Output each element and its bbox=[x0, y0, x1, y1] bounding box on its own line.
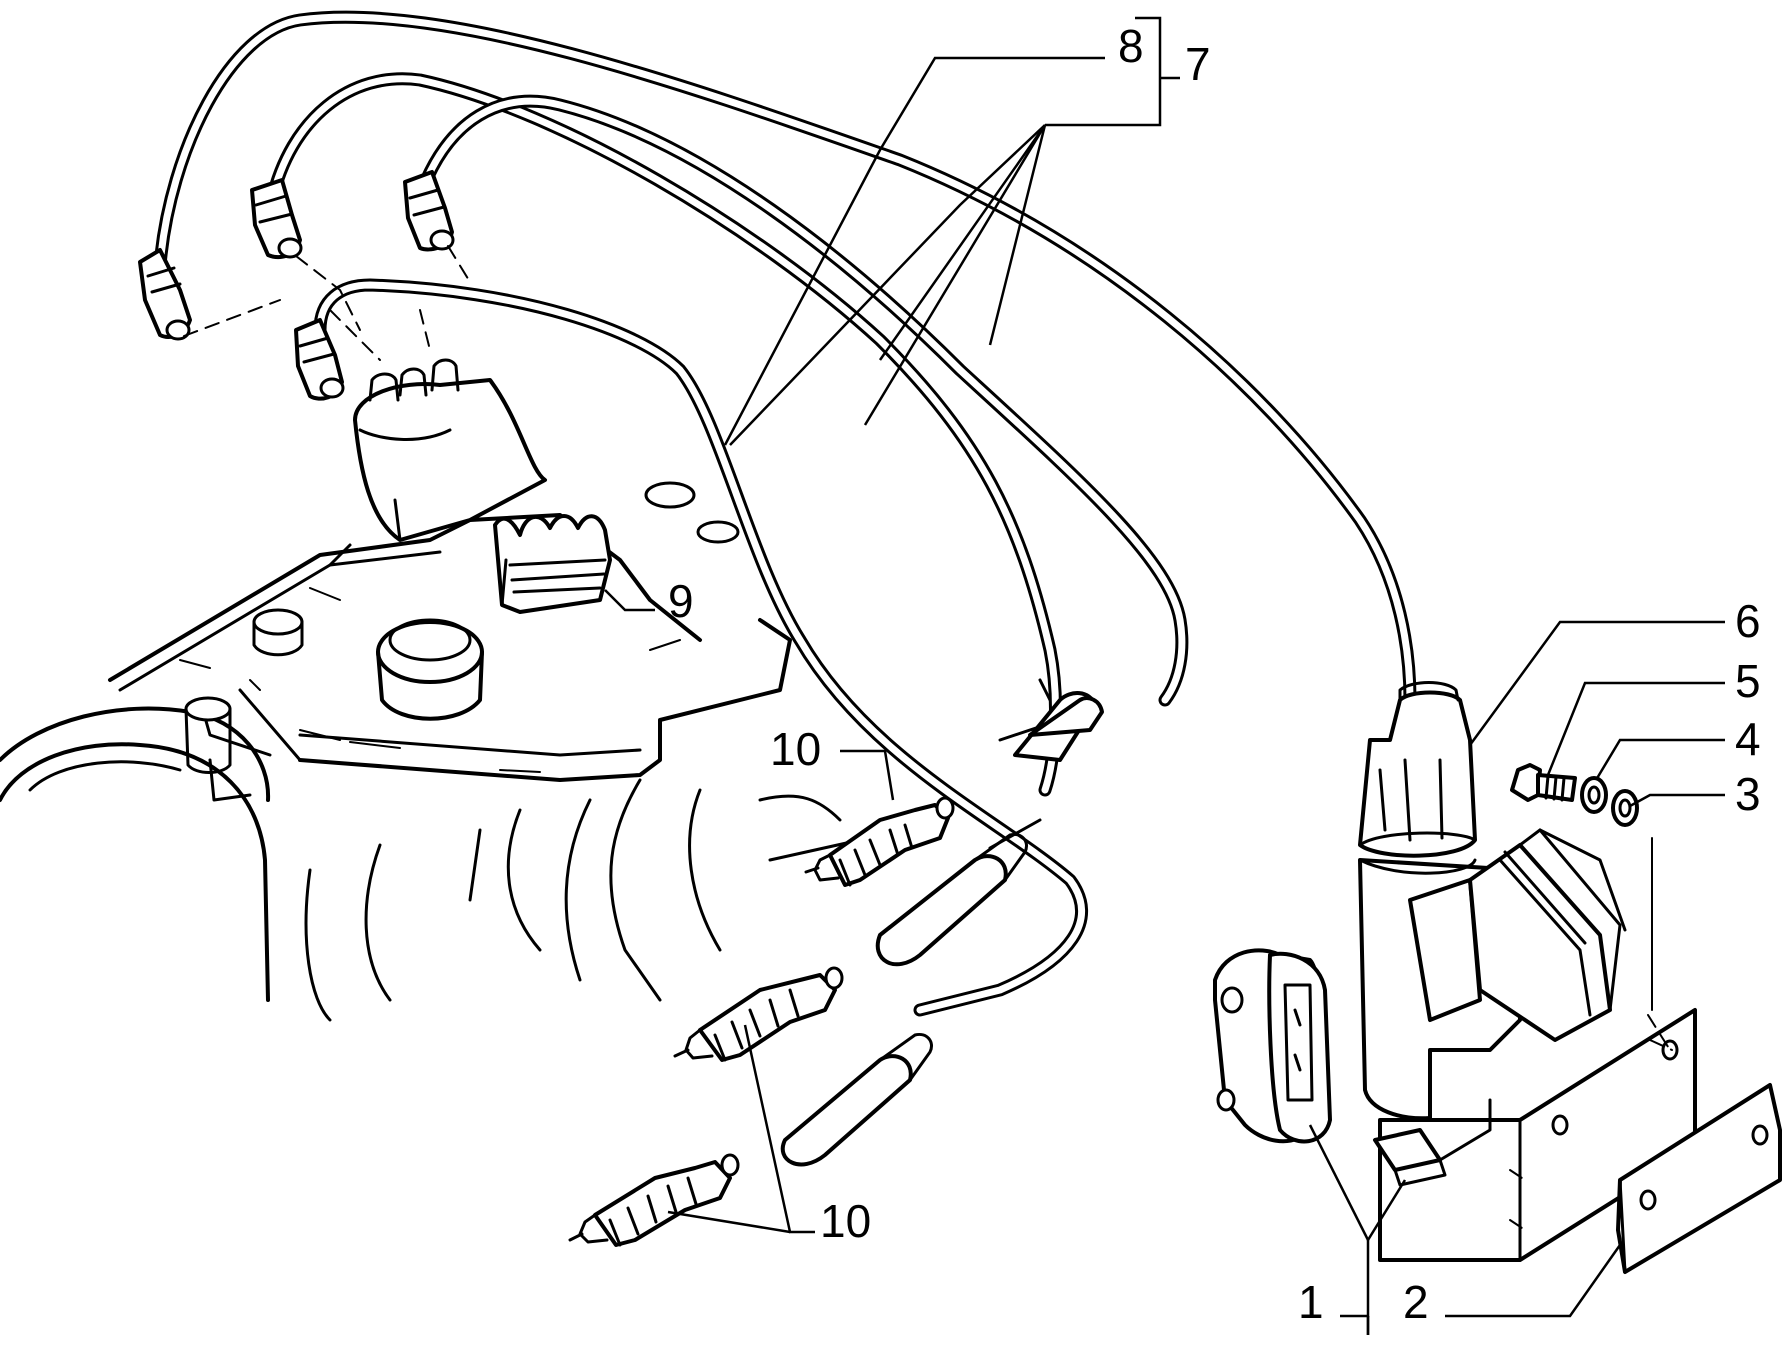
callout-5: 5 bbox=[1735, 655, 1761, 707]
distributor-cap-terminals bbox=[138, 170, 471, 402]
callout-3: 3 bbox=[1735, 768, 1761, 820]
spring-washer bbox=[1580, 776, 1608, 814]
callout-7: 7 bbox=[1185, 38, 1211, 90]
plug-cap-1 bbox=[138, 248, 192, 341]
callout-10-lower: 10 bbox=[820, 1195, 871, 1247]
ignition-leads bbox=[153, 10, 1417, 1017]
washer bbox=[1611, 789, 1639, 827]
cable-clip bbox=[493, 514, 612, 614]
callout-1: 1 bbox=[1298, 1276, 1324, 1328]
spark-plug-boot-upper bbox=[1013, 691, 1104, 762]
coil-connector bbox=[1213, 948, 1332, 1144]
plug-cap-2 bbox=[250, 178, 303, 260]
spark-plug-boot-lower bbox=[780, 1032, 933, 1167]
ignition-coil bbox=[1358, 681, 1697, 1262]
spark-plug-3 bbox=[568, 1153, 740, 1247]
mounting-bracket bbox=[1616, 1083, 1782, 1274]
spark-plug-boot-middle bbox=[875, 818, 1042, 967]
leader-lines bbox=[604, 16, 1725, 1335]
callout-2: 2 bbox=[1403, 1276, 1429, 1328]
callout-4: 4 bbox=[1735, 713, 1761, 765]
spark-plug-1 bbox=[804, 796, 955, 887]
plug-cap-4 bbox=[294, 318, 345, 401]
engine-cylinder-head bbox=[0, 378, 1062, 1022]
callout-10-upper: 10 bbox=[770, 723, 821, 775]
callout-8: 8 bbox=[1118, 20, 1144, 72]
callout-6: 6 bbox=[1735, 595, 1761, 647]
plug-cap-3 bbox=[403, 170, 455, 252]
callout-9: 9 bbox=[668, 575, 694, 627]
spark-plug-2 bbox=[673, 966, 844, 1062]
callout-labels: 8 7 9 6 5 4 3 10 10 1 2 bbox=[668, 20, 1761, 1328]
bolt bbox=[1510, 763, 1577, 802]
